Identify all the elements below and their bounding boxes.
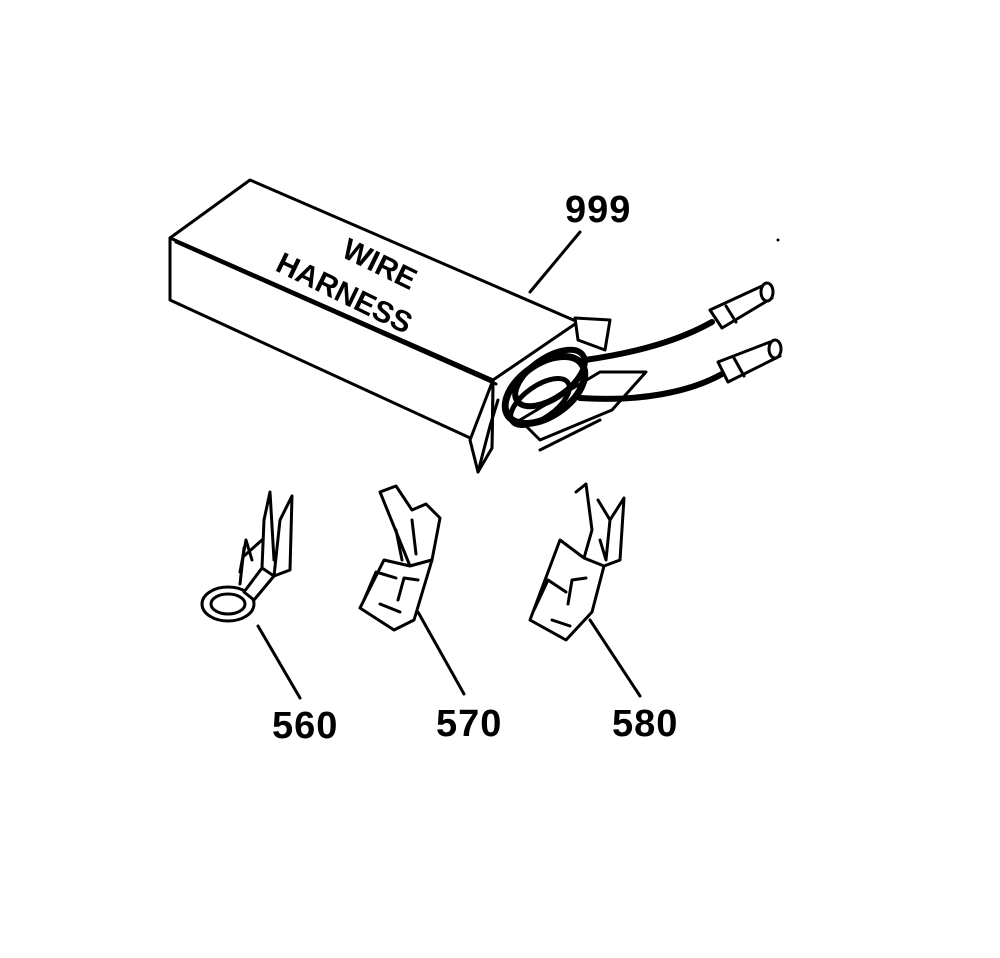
part-label-580: 580 (612, 703, 678, 745)
spade-terminal-570 (358, 484, 442, 632)
flag-terminal-580 (528, 482, 626, 642)
part-label-560: 560 (272, 705, 338, 747)
part-label-999: 999 (565, 189, 631, 231)
wire-terminal-upper (708, 281, 775, 330)
part-label-570: 570 (436, 703, 502, 745)
leader-line-999 (528, 230, 582, 294)
ring-terminal-560 (200, 490, 294, 623)
leader-line-570 (416, 610, 466, 696)
leader-line-560 (256, 624, 302, 700)
wire-coil (501, 319, 725, 428)
wire-terminal-lower (716, 338, 783, 384)
leader-line-580 (588, 618, 642, 698)
wire-harness-box: WIRE HARNESS (168, 178, 783, 474)
speck (776, 238, 780, 242)
